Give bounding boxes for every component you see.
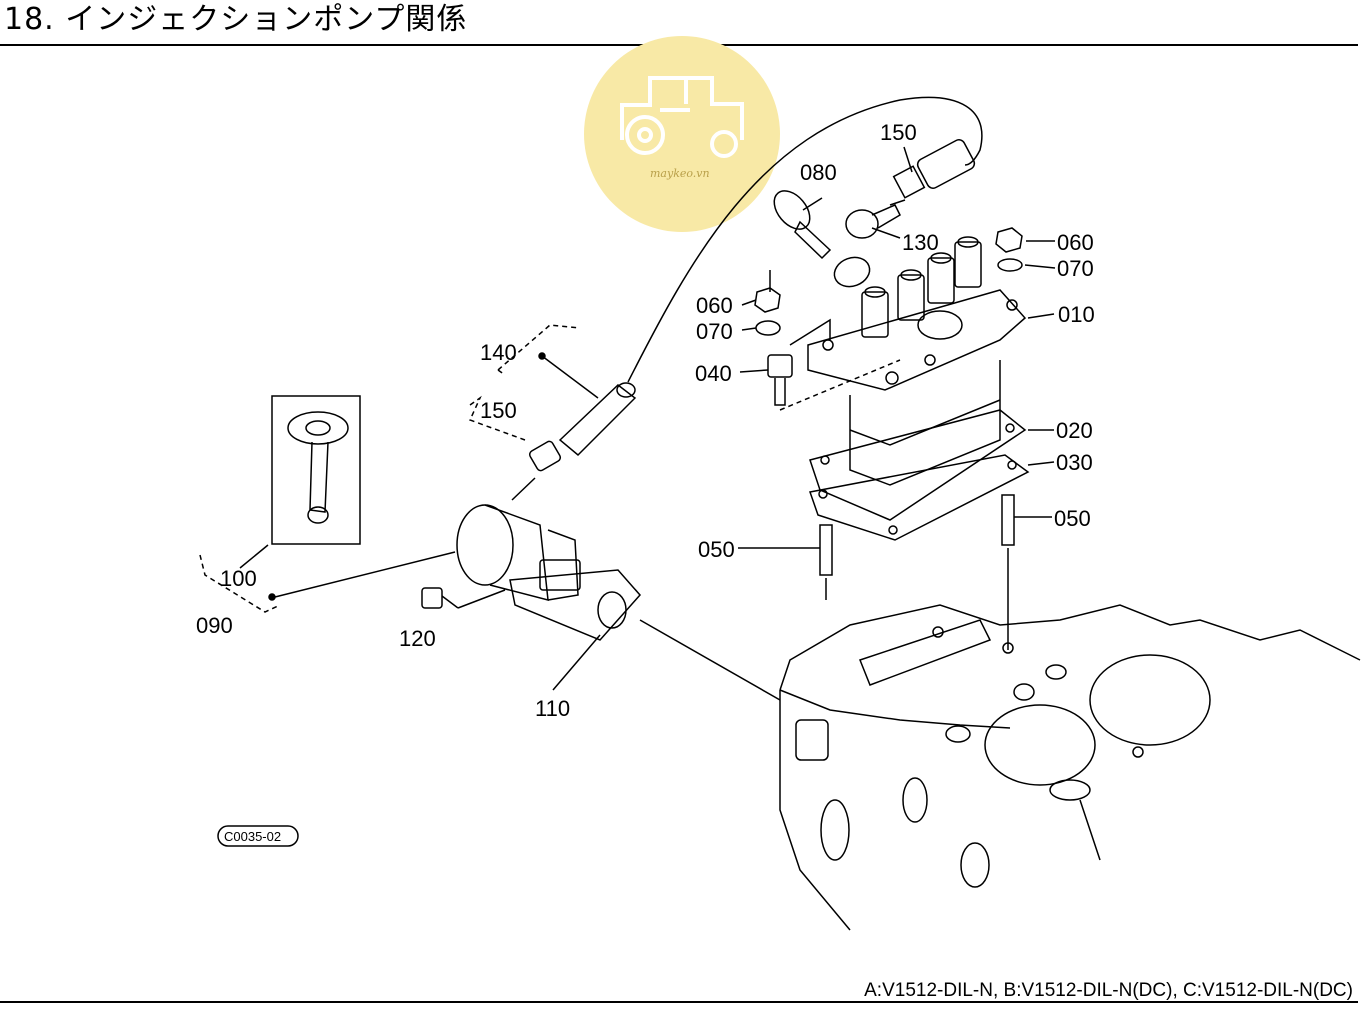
label-050-right: 050 (1054, 506, 1091, 531)
label-070-left: 070 (696, 319, 733, 344)
bolt-120 (421, 587, 459, 609)
tractor-icon (620, 76, 744, 158)
label-030: 030 (1056, 450, 1093, 475)
label-020: 020 (1056, 418, 1093, 443)
injection-pump-010 (807, 236, 1027, 486)
model-list: A:V1512-DIL-N, B:V1512-DIL-N(DC), C:V151… (864, 980, 1353, 1001)
page-title: 18. インジェクションポンプ関係 (4, 2, 468, 37)
label-150-top: 150 (880, 120, 917, 145)
bolt-040 (767, 354, 793, 378)
label-060-left: 060 (696, 293, 733, 318)
stud-050-left (819, 524, 833, 576)
gasket-020 (809, 409, 1027, 521)
footer-divider (0, 1001, 1358, 1003)
washer-070-right (997, 258, 1023, 272)
tube-140 (558, 382, 637, 457)
diagram-code-text: C0035-02 (224, 829, 281, 844)
label-130: 130 (902, 230, 939, 255)
engine-block (779, 604, 1361, 931)
washer-070-left (755, 320, 781, 336)
label-100: 100 (220, 566, 257, 591)
label-070-right: 070 (1057, 256, 1094, 281)
label-040: 040 (695, 361, 732, 386)
label-060-right: 060 (1057, 230, 1094, 255)
gasket-030 (809, 454, 1030, 541)
clip-150-top (889, 139, 976, 206)
nut-060-left (754, 287, 781, 313)
label-150-mid: 150 (480, 398, 517, 423)
banjo-080 (773, 190, 832, 260)
label-140: 140 (480, 340, 517, 365)
nut-060-right (995, 227, 1023, 253)
label-080: 080 (800, 160, 837, 185)
label-090: 090 (196, 613, 233, 638)
inset-box-100 (271, 395, 361, 545)
label-110: 110 (535, 696, 570, 721)
fitting-130 (845, 204, 901, 239)
clip-150-mid (528, 440, 562, 472)
stud-050-right (1001, 494, 1015, 546)
watermark: maykeo.vn (584, 36, 780, 232)
diagram-code: C0035-02 (217, 825, 299, 847)
watermark-text: maykeo.vn (650, 167, 710, 180)
label-010: 010 (1058, 302, 1095, 327)
label-050-left: 050 (698, 537, 735, 562)
label-120: 120 (399, 626, 436, 651)
solenoid-090 (456, 504, 642, 641)
